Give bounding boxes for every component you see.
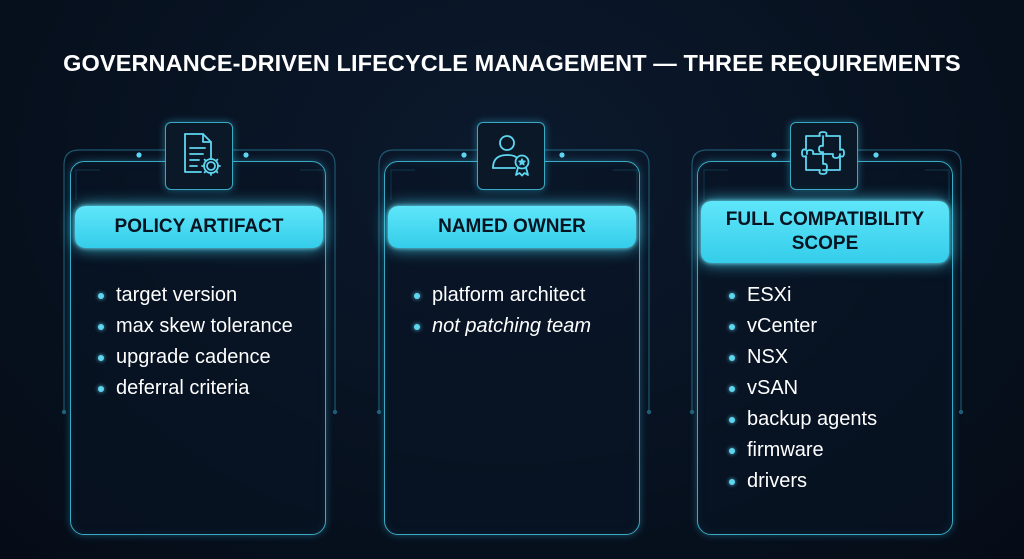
heading-named-owner: NAMED OWNER xyxy=(388,206,636,248)
list-item: drivers xyxy=(729,466,877,497)
icon-box-policy xyxy=(165,122,233,190)
document-gear-icon xyxy=(173,128,225,184)
icon-box-owner xyxy=(477,122,545,190)
list-item: backup agents xyxy=(729,404,877,435)
list-compatibility-scope: ESXi vCenter NSX vSAN backup agents firm… xyxy=(729,280,877,497)
list-named-owner: platform architect not patching team xyxy=(414,280,591,342)
list-item: ESXi xyxy=(729,280,877,311)
list-item: vCenter xyxy=(729,311,877,342)
diagram-title: GOVERNANCE-DRIVEN LIFECYCLE MANAGEMENT —… xyxy=(63,50,961,76)
list-item: max skew tolerance xyxy=(98,311,293,342)
list-item: NSX xyxy=(729,342,877,373)
list-item: target version xyxy=(98,280,293,311)
list-policy-artifact: target version max skew tolerance upgrad… xyxy=(98,280,293,404)
list-item: firmware xyxy=(729,435,877,466)
heading-full-compatibility-scope: FULL COMPATIBILITY SCOPE xyxy=(701,201,949,263)
user-badge-icon xyxy=(485,128,537,184)
list-item: platform architect xyxy=(414,280,591,311)
list-item: vSAN xyxy=(729,373,877,404)
list-item: deferral criteria xyxy=(98,373,293,404)
puzzle-icon xyxy=(798,128,850,184)
icon-box-scope xyxy=(790,122,858,190)
list-item: not patching team xyxy=(414,311,591,342)
list-item: upgrade cadence xyxy=(98,342,293,373)
heading-policy-artifact: POLICY ARTIFACT xyxy=(75,206,323,248)
